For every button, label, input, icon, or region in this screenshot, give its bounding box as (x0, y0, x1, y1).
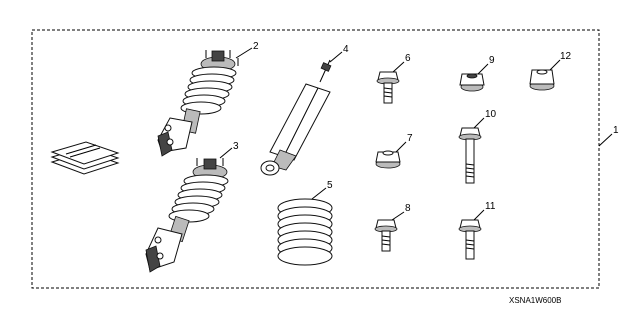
callout-10: 10 (473, 109, 497, 129)
svg-text:8: 8 (405, 203, 411, 214)
callout-1: 1 (598, 125, 619, 147)
hex-nut-12 (529, 69, 555, 91)
svg-text:1: 1 (613, 125, 619, 136)
svg-text:2: 2 (253, 41, 259, 52)
shock-absorber (260, 59, 332, 176)
callout-4: 4 (329, 44, 349, 63)
callout-5: 5 (311, 180, 333, 200)
svg-text:12: 12 (560, 51, 572, 62)
callout-8: 8 (391, 203, 411, 221)
instruction-booklet (50, 141, 120, 175)
svg-text:9: 9 (489, 55, 495, 66)
flange-nut-7 (375, 150, 401, 169)
callout-12: 12 (549, 51, 572, 71)
long-flange-bolt-10 (458, 127, 482, 184)
callout-9: 9 (477, 55, 495, 75)
svg-text:10: 10 (485, 109, 497, 120)
svg-text:3: 3 (233, 141, 239, 152)
figure-code: XSNA1W600B (509, 296, 561, 305)
strut-assembly-upper (157, 50, 239, 157)
svg-text:4: 4 (343, 44, 349, 55)
callout-3: 3 (219, 141, 239, 159)
svg-text:11: 11 (485, 201, 496, 212)
svg-text:6: 6 (405, 53, 411, 64)
callout-11: 11 (473, 201, 496, 221)
strut-assembly-lower (145, 158, 229, 273)
flange-bolt-8 (374, 219, 398, 252)
flange-bolt-6 (376, 71, 400, 104)
callout-7: 7 (395, 133, 413, 153)
flange-bolt-11 (458, 219, 482, 260)
svg-text:7: 7 (407, 133, 413, 144)
svg-text:5: 5 (327, 180, 333, 191)
callout-2: 2 (235, 41, 259, 59)
callout-6: 6 (392, 53, 411, 73)
lock-nut-9 (459, 73, 485, 92)
kit-boundary (31, 29, 600, 289)
coil-spring (277, 198, 333, 266)
